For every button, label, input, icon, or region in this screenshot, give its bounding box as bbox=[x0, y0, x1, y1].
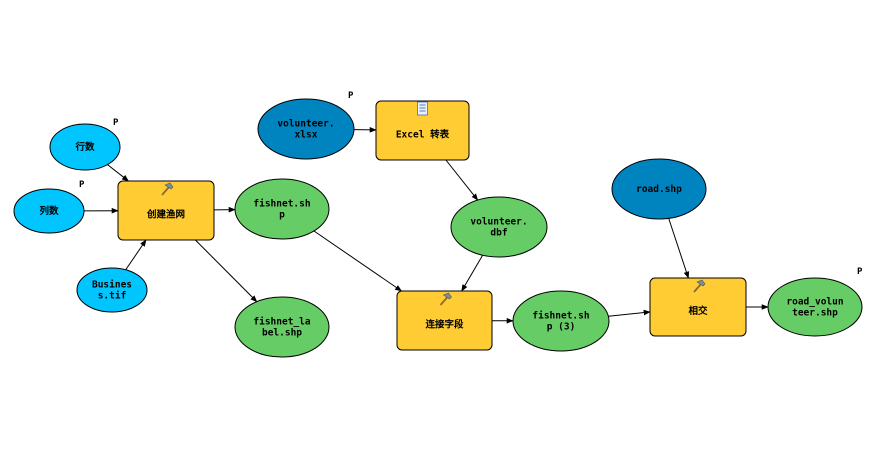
connector-business-tif-to-create-fishnet[interactable] bbox=[125, 239, 147, 271]
hammer-icon bbox=[161, 182, 174, 196]
node-road-shp[interactable]: road.shp bbox=[611, 158, 707, 220]
connector-excel-to-table-to-volunteer-dbf[interactable] bbox=[445, 159, 479, 201]
variable-ellipse[interactable] bbox=[13, 188, 85, 234]
variable-ellipse[interactable] bbox=[49, 123, 121, 171]
node-label: fishnet_la bbox=[253, 317, 310, 328]
node-label: 行数 bbox=[74, 141, 95, 153]
derived-data-ellipse[interactable] bbox=[234, 178, 330, 240]
variable-ellipse[interactable] bbox=[76, 267, 148, 313]
derived-data-ellipse[interactable] bbox=[450, 196, 548, 258]
node-label: road_volun bbox=[786, 297, 843, 308]
node-label: 创建渔网 bbox=[146, 209, 185, 221]
node-label: volunteer. bbox=[277, 119, 334, 130]
node-label: s.tif bbox=[98, 291, 127, 302]
node-label: 相交 bbox=[688, 305, 708, 317]
parameter-flag: P bbox=[348, 91, 354, 101]
node-label: teer.shp bbox=[792, 308, 838, 319]
node-label: p (3) bbox=[547, 322, 576, 333]
input-data-ellipse[interactable] bbox=[611, 158, 707, 220]
node-join-field[interactable]: 连接字段 bbox=[396, 290, 493, 351]
node-label: bel.shp bbox=[262, 328, 302, 339]
node-label: fishnet.sh bbox=[253, 199, 310, 210]
node-excel-to-table[interactable]: Excel 转表 bbox=[375, 100, 470, 161]
node-label: 连接字段 bbox=[425, 319, 464, 331]
parameter-flag: P bbox=[857, 267, 863, 277]
node-layer: 行数P列数PBusiness.tif创建渔网fishnet.shpfishnet… bbox=[13, 91, 863, 358]
hammer-icon bbox=[693, 279, 706, 293]
node-label: fishnet.sh bbox=[532, 311, 589, 322]
derived-data-ellipse[interactable] bbox=[234, 296, 330, 358]
connector-hang-shu-to-create-fishnet[interactable] bbox=[107, 164, 129, 182]
connector-road-shp-to-intersect[interactable] bbox=[668, 218, 690, 279]
hammer-icon bbox=[439, 292, 452, 306]
parameter-flag: P bbox=[79, 180, 85, 190]
input-data-ellipse[interactable] bbox=[257, 98, 355, 160]
node-label: Excel 转表 bbox=[396, 129, 450, 141]
derived-data-ellipse[interactable] bbox=[767, 277, 863, 337]
connector-volunteer-dbf-to-join-field[interactable] bbox=[461, 254, 484, 292]
node-fishnet-shp-3[interactable]: fishnet.shp (3) bbox=[512, 290, 610, 352]
tool-box[interactable] bbox=[375, 100, 470, 161]
node-label: dbf bbox=[490, 228, 507, 239]
node-label: road.shp bbox=[636, 184, 682, 195]
derived-data-ellipse[interactable] bbox=[512, 290, 610, 352]
node-road-volunteer-shp[interactable]: road_volunteer.shp P bbox=[767, 267, 863, 337]
node-volunteer-xlsx[interactable]: volunteer.xlsx P bbox=[257, 91, 355, 160]
node-create-fishnet[interactable]: 创建渔网 bbox=[117, 180, 215, 241]
tool-box[interactable] bbox=[117, 180, 215, 241]
node-label: p bbox=[279, 210, 285, 221]
connector-layer bbox=[83, 127, 769, 324]
node-label: Busines bbox=[92, 280, 132, 291]
node-label: volunteer. bbox=[470, 217, 527, 228]
script-icon bbox=[417, 101, 428, 116]
connector-fishnet-shp-to-join-field[interactable] bbox=[313, 230, 403, 292]
node-hang-shu[interactable]: 行数 P bbox=[49, 118, 121, 171]
node-intersect[interactable]: 相交 bbox=[649, 277, 747, 337]
tool-box[interactable] bbox=[649, 277, 747, 337]
node-fishnet-shp[interactable]: fishnet.shp bbox=[234, 178, 330, 240]
node-lie-shu[interactable]: 列数 P bbox=[13, 180, 85, 234]
connector-fishnet-shp-3-to-intersect[interactable] bbox=[608, 309, 651, 317]
connector-create-fishnet-to-fishnet-label-shp[interactable] bbox=[195, 239, 258, 303]
node-label: 列数 bbox=[39, 205, 59, 217]
tool-box[interactable] bbox=[396, 290, 493, 351]
node-label: xlsx bbox=[295, 130, 318, 141]
parameter-flag: P bbox=[113, 118, 119, 128]
node-volunteer-dbf[interactable]: volunteer.dbf bbox=[450, 196, 548, 258]
